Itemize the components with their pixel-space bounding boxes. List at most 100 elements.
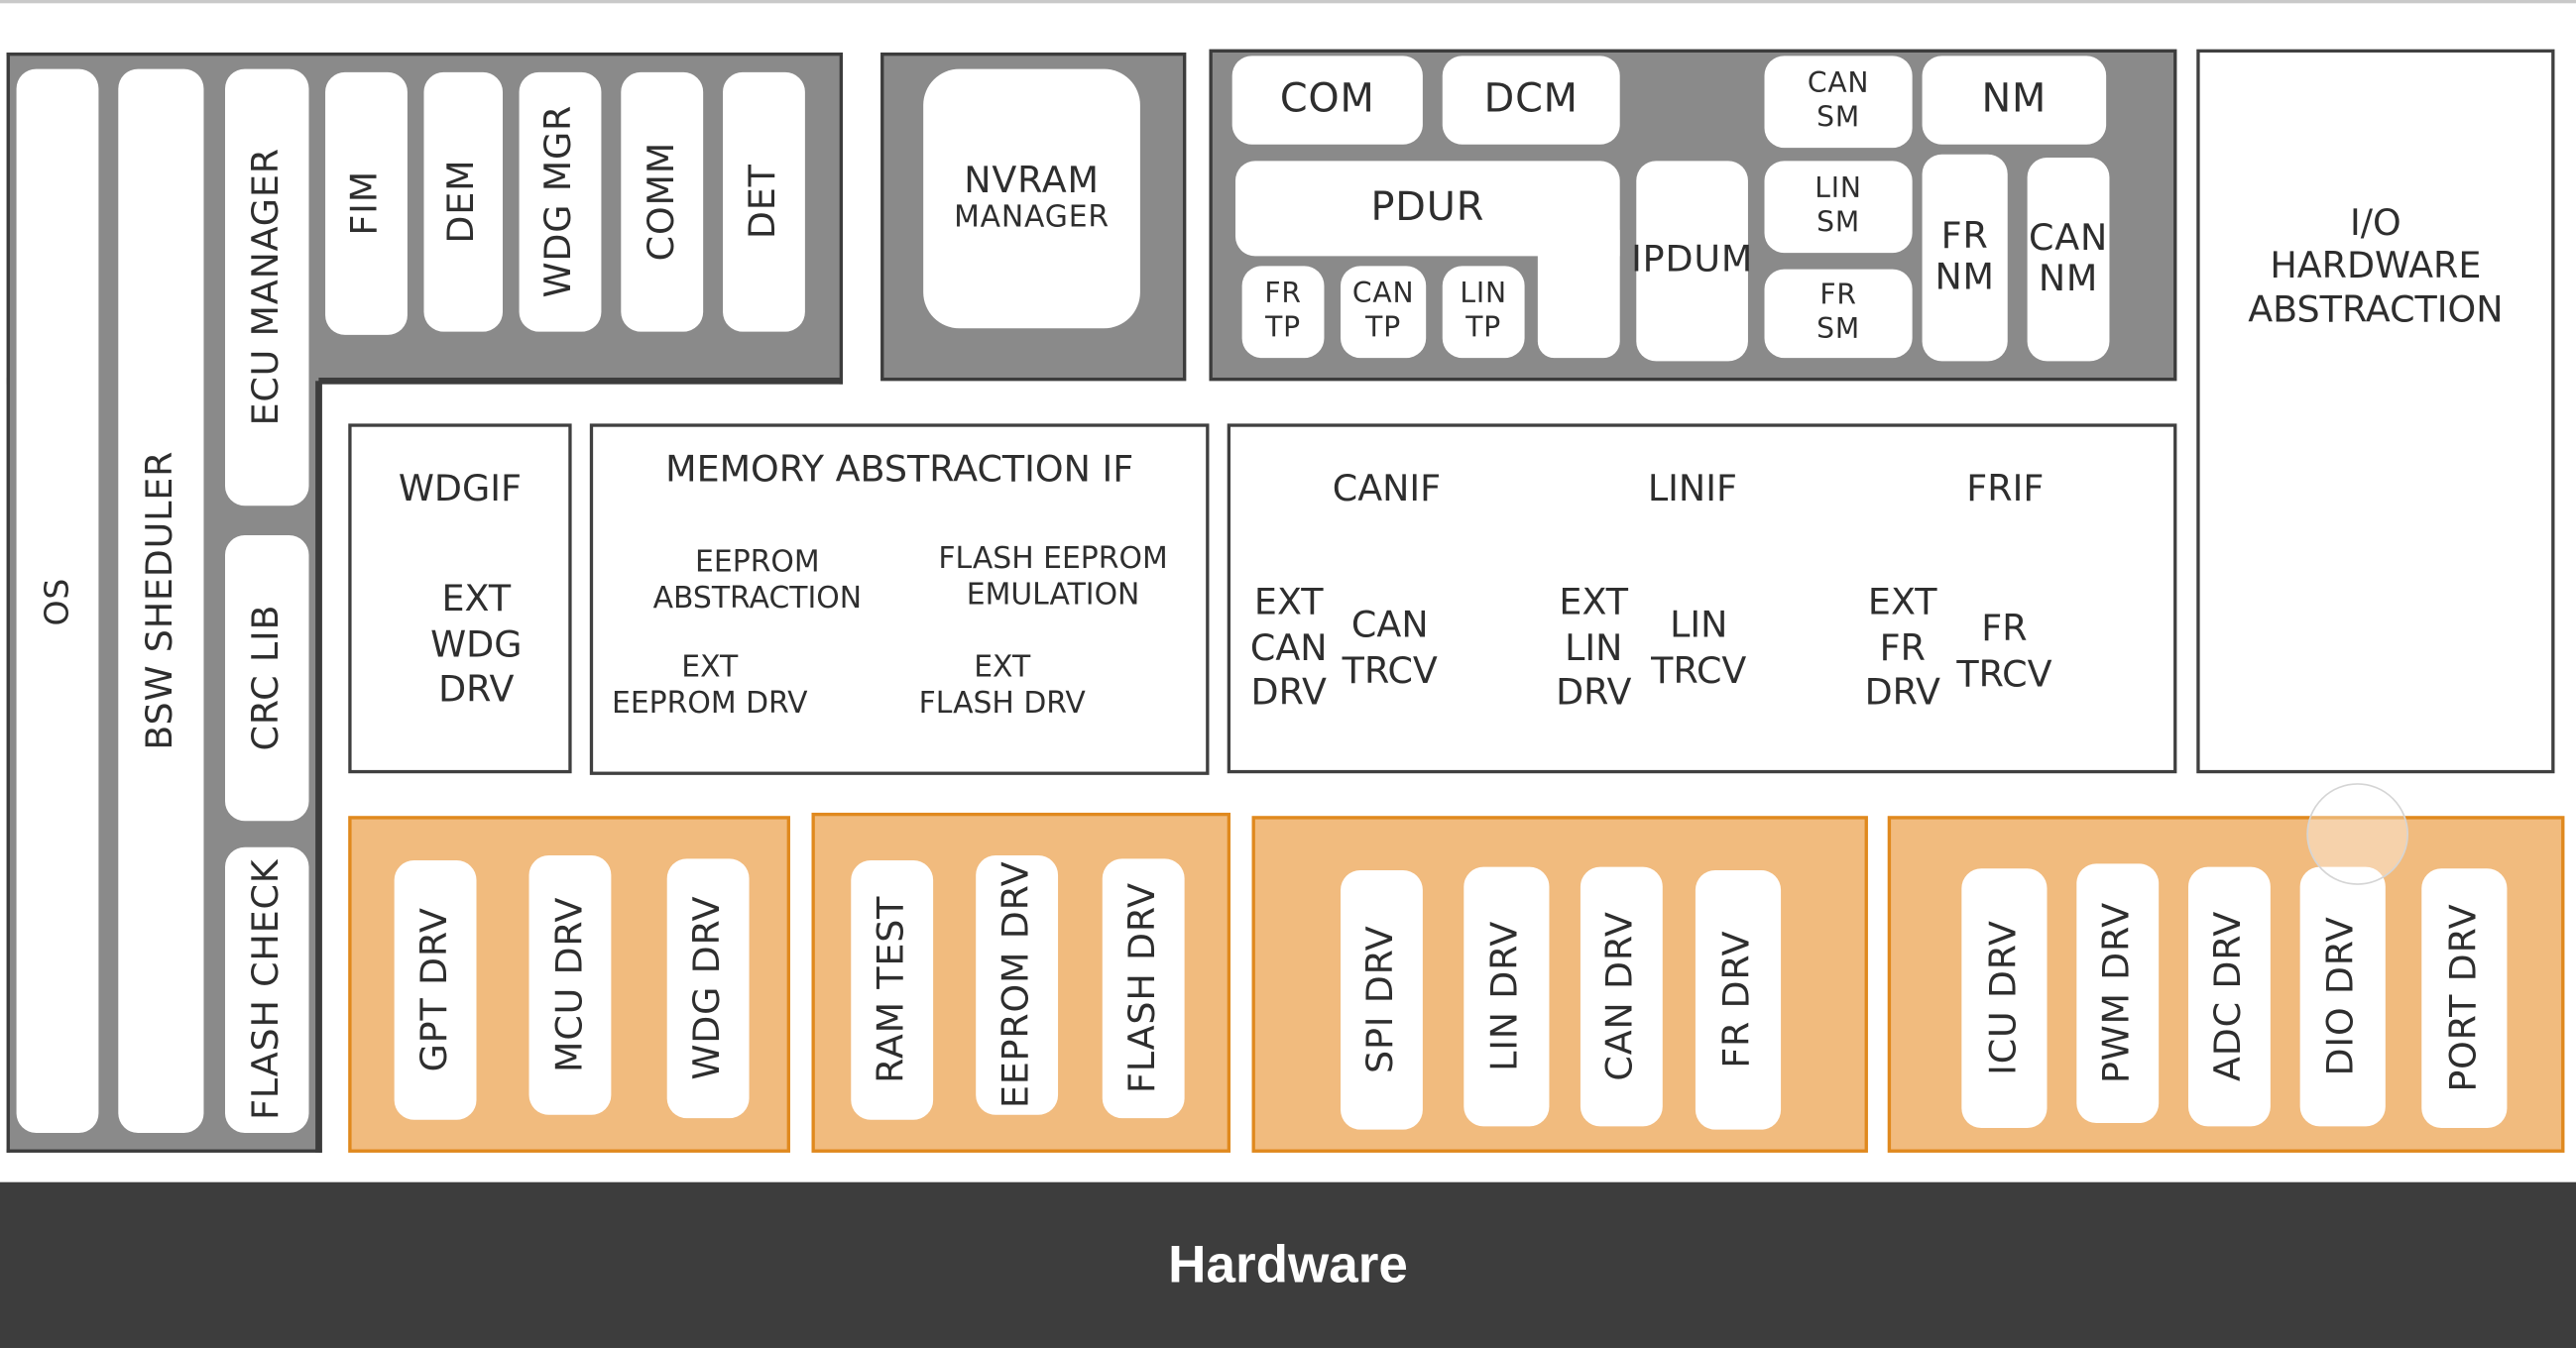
ext-lin-drv-label: EXT LIN DRV bbox=[1556, 581, 1631, 717]
det-label: DET bbox=[743, 164, 784, 240]
fr-drv-module[interactable]: FR DRV bbox=[1695, 869, 1782, 1130]
bsw-scheduler-module[interactable]: BSW SHEDULER bbox=[118, 68, 204, 1133]
dio-drv-label: DIO DRV bbox=[2321, 916, 2364, 1077]
can-sm-label-1: CAN bbox=[1807, 66, 1870, 100]
top-border bbox=[0, 0, 2576, 4]
lin-sm-module[interactable]: LIN SM bbox=[1764, 161, 1913, 254]
ecu-manager-module[interactable]: ECU MANAGER bbox=[224, 68, 309, 506]
ext-eeprom-drv-line-1: EXT bbox=[681, 649, 739, 685]
fr-nm-label-1: FR bbox=[1940, 216, 1989, 258]
hardware-label: Hardware bbox=[1168, 1234, 1408, 1294]
icu-drv-module[interactable]: ICU DRV bbox=[1961, 868, 2048, 1129]
memory-abstraction-block[interactable]: MEMORY ABSTRACTION IF EEPROM ABSTRACTION… bbox=[589, 423, 1210, 775]
spi-drv-module[interactable]: SPI DRV bbox=[1341, 869, 1423, 1130]
eeprom-abstraction-label: EEPROM ABSTRACTION bbox=[633, 545, 882, 617]
eeprom-abs-line-2: ABSTRACTION bbox=[652, 580, 863, 616]
flash-drv-module[interactable]: FLASH DRV bbox=[1102, 858, 1185, 1119]
pdur-module-tail[interactable] bbox=[1537, 229, 1620, 359]
lin-trcv-label: LIN TRCV bbox=[1651, 605, 1746, 695]
ext-lin-drv-line-1: EXT bbox=[1559, 583, 1629, 624]
mcu-drv-module[interactable]: MCU DRV bbox=[528, 855, 612, 1115]
onboard-device-abstraction-block[interactable]: WDGIF EXT WDG DRV bbox=[348, 423, 572, 774]
fr-nm-module[interactable]: FR NM bbox=[1922, 154, 2008, 362]
ipdum-module[interactable]: IPDUM bbox=[1631, 161, 1752, 362]
ram-test-module[interactable]: RAM TEST bbox=[851, 860, 934, 1120]
ext-wdg-drv-line-2: WDG bbox=[430, 624, 523, 666]
det-module[interactable]: DET bbox=[723, 71, 805, 332]
adc-drv-label: ADC DRV bbox=[2208, 911, 2250, 1082]
gpt-drv-module[interactable]: GPT DRV bbox=[394, 860, 477, 1120]
fr-tp-module[interactable]: FR TP bbox=[1241, 266, 1325, 359]
can-drv-module[interactable]: CAN DRV bbox=[1580, 866, 1663, 1127]
ext-fr-drv-line-2: FR bbox=[1879, 627, 1926, 670]
ext-wdg-drv-label: EXT WDG DRV bbox=[430, 578, 522, 714]
ext-wdg-drv-line-3: DRV bbox=[438, 669, 515, 712]
communication-hw-abstraction-block[interactable]: CANIF LINIF FRIF EXT CAN DRV CAN TRCV EX… bbox=[1227, 423, 2177, 774]
fr-sm-module[interactable]: FR SM bbox=[1764, 269, 1913, 359]
dem-module[interactable]: DEM bbox=[423, 71, 504, 332]
can-tp-module[interactable]: CAN TP bbox=[1341, 266, 1427, 359]
nvram-label-1: NVRAM bbox=[964, 161, 1100, 202]
os-module[interactable]: OS bbox=[16, 68, 99, 1133]
eeprom-drv-module[interactable]: EEPROM DRV bbox=[976, 855, 1059, 1115]
mouse-cursor-highlight bbox=[2306, 783, 2409, 885]
fr-tp-label-2: TP bbox=[1265, 311, 1301, 345]
ext-fr-drv-line-1: EXT bbox=[1867, 583, 1937, 624]
ipdum-label: IPDUM bbox=[1631, 240, 1754, 281]
dcm-module[interactable]: DCM bbox=[1442, 56, 1620, 145]
pwm-drv-module[interactable]: PWM DRV bbox=[2076, 863, 2160, 1124]
ext-eeprom-drv-line-2: EEPROM DRV bbox=[611, 685, 808, 721]
can-nm-module[interactable]: CAN NM bbox=[2027, 158, 2110, 362]
dio-drv-module[interactable]: DIO DRV bbox=[2299, 866, 2386, 1127]
eeprom-drv-label: EEPROM DRV bbox=[995, 861, 1038, 1109]
flash-check-label: FLASH CHECK bbox=[246, 859, 288, 1121]
wdg-mgr-module[interactable]: WDG MGR bbox=[519, 71, 602, 332]
ram-test-label: RAM TEST bbox=[871, 896, 913, 1084]
can-nm-label-2: NM bbox=[2038, 259, 2099, 301]
os-label: OS bbox=[37, 576, 77, 625]
lin-tp-label-2: TP bbox=[1465, 311, 1502, 345]
wdg-drv-module[interactable]: WDG DRV bbox=[666, 858, 750, 1119]
can-trcv-line-2: TRCV bbox=[1342, 650, 1438, 693]
hardware-layer[interactable]: Hardware bbox=[0, 1181, 2576, 1348]
lin-drv-module[interactable]: LIN DRV bbox=[1464, 866, 1550, 1127]
can-nm-label-1: CAN bbox=[2028, 217, 2109, 260]
adc-drv-module[interactable]: ADC DRV bbox=[2187, 866, 2271, 1127]
flash-eeprom-emulation-label: FLASH EEPROM EMULATION bbox=[918, 542, 1188, 614]
ext-wdg-drv-line-1: EXT bbox=[441, 579, 512, 621]
wdg-mgr-label: WDG MGR bbox=[539, 105, 581, 299]
io-hw-abs-line-1: I/O bbox=[2350, 203, 2401, 245]
ext-eeprom-drv-label: EXT EEPROM DRV bbox=[593, 650, 826, 722]
nm-module[interactable]: NM bbox=[1922, 56, 2107, 145]
io-hw-abs-title: I/O HARDWARE ABSTRACTION bbox=[2200, 203, 2552, 333]
io-hw-abs-line-2: HARDWARE bbox=[2270, 247, 2482, 288]
wdgif-label: WDGIF bbox=[398, 469, 522, 511]
comm-label: COMM bbox=[641, 142, 683, 262]
lin-tp-module[interactable]: LIN TP bbox=[1442, 266, 1525, 359]
port-drv-module[interactable]: PORT DRV bbox=[2421, 868, 2508, 1129]
can-sm-module[interactable]: CAN SM bbox=[1764, 56, 1913, 149]
eeprom-abs-line-1: EEPROM bbox=[695, 544, 820, 580]
ecu-manager-label: ECU MANAGER bbox=[246, 148, 288, 427]
ext-lin-drv-line-2: LIN bbox=[1565, 627, 1623, 670]
crc-lib-module[interactable]: CRC LIB bbox=[224, 535, 309, 822]
com-module[interactable]: COM bbox=[1231, 56, 1423, 145]
fim-module[interactable]: FIM bbox=[325, 71, 408, 335]
dcm-label: DCM bbox=[1483, 75, 1579, 122]
ext-fr-drv-label: EXT FR DRV bbox=[1865, 581, 1940, 717]
ext-flash-drv-label: EXT FLASH DRV bbox=[902, 650, 1103, 722]
can-trcv-label: CAN TRCV bbox=[1343, 605, 1438, 695]
icu-drv-label: ICU DRV bbox=[1983, 920, 2025, 1076]
nvram-manager-module[interactable]: NVRAM MANAGER bbox=[923, 68, 1140, 329]
ext-can-drv-line-1: EXT bbox=[1253, 583, 1324, 624]
spi-drv-label: SPI DRV bbox=[1360, 926, 1402, 1074]
lin-drv-label: LIN DRV bbox=[1485, 921, 1527, 1072]
fr-trcv-line-1: FR bbox=[1981, 609, 2028, 650]
nm-label: NM bbox=[1981, 75, 2048, 122]
flash-check-module[interactable]: FLASH CHECK bbox=[224, 846, 309, 1133]
pdur-label: PDUR bbox=[1370, 183, 1485, 230]
comm-module[interactable]: COMM bbox=[621, 71, 704, 332]
l-block-inner-edge bbox=[318, 377, 843, 385]
io-hardware-abstraction-block[interactable]: I/O HARDWARE ABSTRACTION bbox=[2196, 49, 2555, 774]
